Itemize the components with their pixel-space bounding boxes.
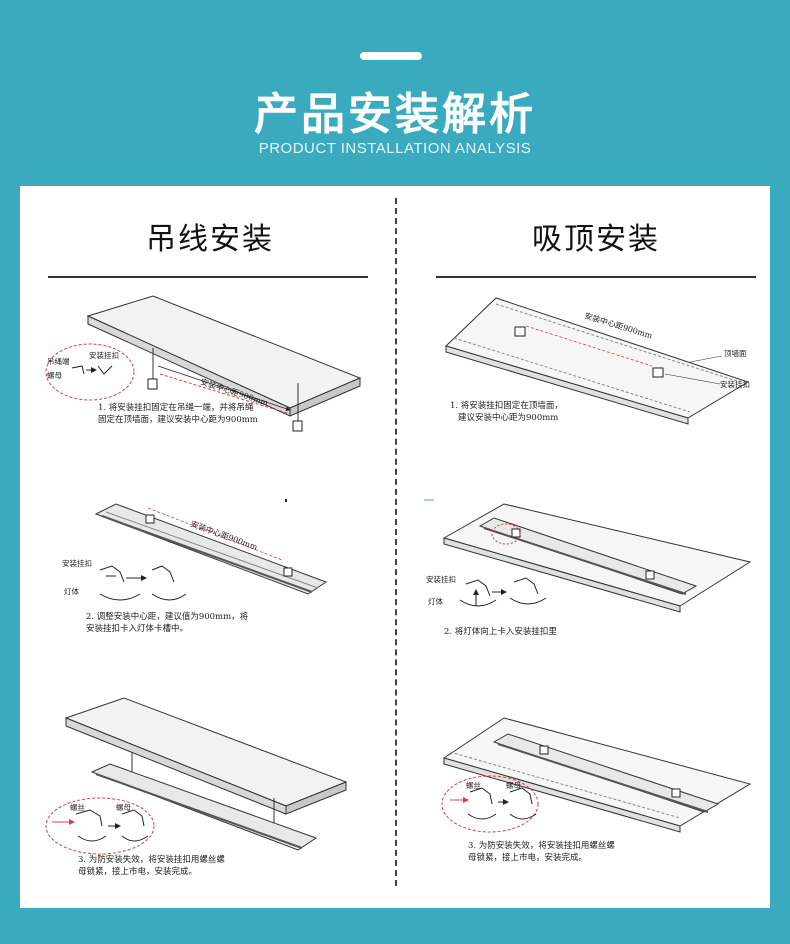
left-step2-caption-2: 安装挂扣卡入灯体卡槽中。 <box>86 623 188 634</box>
left-step2-diagram: 安装中心距900mm 安装挂扣 灯体 2. 调整安装中心距，建议值为900mm，… <box>62 499 328 634</box>
header-accent-bar <box>360 52 422 60</box>
left-step1-caption-1: 1. 将安装挂扣固定在吊绳一端，并将吊绳 <box>98 402 254 413</box>
left-step1-label-clip: 安装挂扣 <box>89 350 119 360</box>
right-step3-diagram: 螺丝 螺母 3. 为防安装失效，将安装挂扣用螺丝螺 母锁紧，接上市电，安装完成。 <box>441 717 752 863</box>
right-step2-caption-1: 2. 将灯体向上卡入安装挂扣里 <box>444 626 557 637</box>
left-step1-label-rope: 吊绳端 <box>47 356 70 366</box>
left-step2-caption-1: 2. 调整安装中心距，建议值为900mm，将 <box>86 611 249 622</box>
installation-diagrams: 安装中心距900mm 吊绳端 螺母 安装挂扣 1. 将安装挂扣固定在吊绳一端，并… <box>45 295 752 877</box>
left-step3-caption-1: 3. 为防安装失效，将安装挂扣用螺丝螺 <box>78 854 225 865</box>
right-column-title: 吸顶安装 <box>532 222 660 257</box>
right-step1-diagram: 安装中心距900mm 顶墙面 安装挂扣 1. 将安装挂扣固定在顶墙面， 建议安装… <box>445 297 750 425</box>
left-step3-label-screw: 螺丝 <box>70 802 85 812</box>
content-panel: 吊线安装 吸顶安装 安装中心距900mm <box>20 186 770 908</box>
right-column-rule <box>436 276 756 278</box>
right-step3-label-screw: 螺丝 <box>466 780 481 790</box>
right-step3-caption-1: 3. 为防安装失效，将安装挂扣用螺丝螺 <box>468 840 615 851</box>
column-divider <box>395 198 397 886</box>
page-subtitle: PRODUCT INSTALLATION ANALYSIS <box>258 140 532 157</box>
right-step2-label-body: 灯体 <box>428 596 443 606</box>
left-step1-caption-2: 固定在顶墙面，建议安装中心距为900mm <box>98 414 258 425</box>
left-column-rule <box>48 276 368 278</box>
left-step1-label-nut: 螺母 <box>47 370 62 380</box>
right-step3-label-nut: 螺母 <box>506 780 521 790</box>
left-step3-diagram: 螺丝 螺母 3. 为防安装失效，将安装挂扣用螺丝螺 母锁紧，接上市电，安装完成。 <box>45 697 348 877</box>
right-step1-caption-1: 1. 将安装挂扣固定在顶墙面， <box>450 400 563 411</box>
left-step3-label-nut: 螺母 <box>116 802 131 812</box>
left-step2-label-body: 灯体 <box>64 586 79 596</box>
left-step3-caption-2: 母锁紧，接上市电，安装完成。 <box>78 866 197 877</box>
right-step2-diagram: 安装挂扣 灯体 2. 将灯体向上卡入安装挂扣里 <box>424 499 752 637</box>
right-step1-caption-2: 建议安装中心距为900mm <box>458 412 558 423</box>
right-step1-label-ceiling: 顶墙面 <box>724 348 747 358</box>
right-step1-label-clip: 安装挂扣 <box>720 379 750 389</box>
right-step3-caption-2: 母锁紧，接上市电，安装完成。 <box>468 852 587 863</box>
left-step2-label-clip: 安装挂扣 <box>62 558 92 568</box>
left-step1-diagram: 安装中心距900mm 吊绳端 螺母 安装挂扣 1. 将安装挂扣固定在吊绳一端，并… <box>45 295 362 432</box>
right-step2-label-clip: 安装挂扣 <box>426 574 456 584</box>
page-title: 产品安装解析 <box>254 89 536 140</box>
left-column-title: 吊线安装 <box>146 222 274 257</box>
